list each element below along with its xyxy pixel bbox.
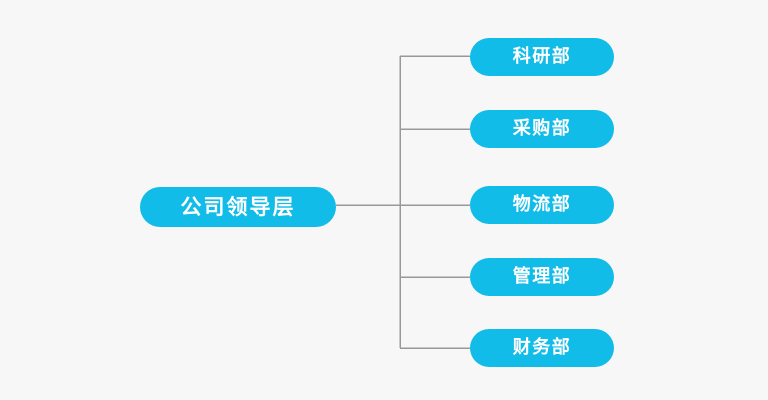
node-child-procurement[interactable]: 采购部	[470, 110, 614, 148]
node-child-label: 物流部	[512, 194, 572, 215]
node-child-management[interactable]: 管理部	[470, 258, 614, 296]
node-root-label: 公司领导层	[180, 194, 296, 219]
node-root-company-leadership[interactable]: 公司领导层	[140, 187, 336, 227]
node-child-finance[interactable]: 财务部	[470, 329, 614, 367]
node-child-label: 科研部	[512, 46, 572, 67]
node-child-label: 采购部	[512, 118, 572, 139]
node-child-logistics[interactable]: 物流部	[470, 186, 614, 224]
node-child-label: 财务部	[512, 337, 572, 358]
node-child-label: 管理部	[512, 266, 572, 287]
node-child-research[interactable]: 科研部	[470, 38, 614, 76]
